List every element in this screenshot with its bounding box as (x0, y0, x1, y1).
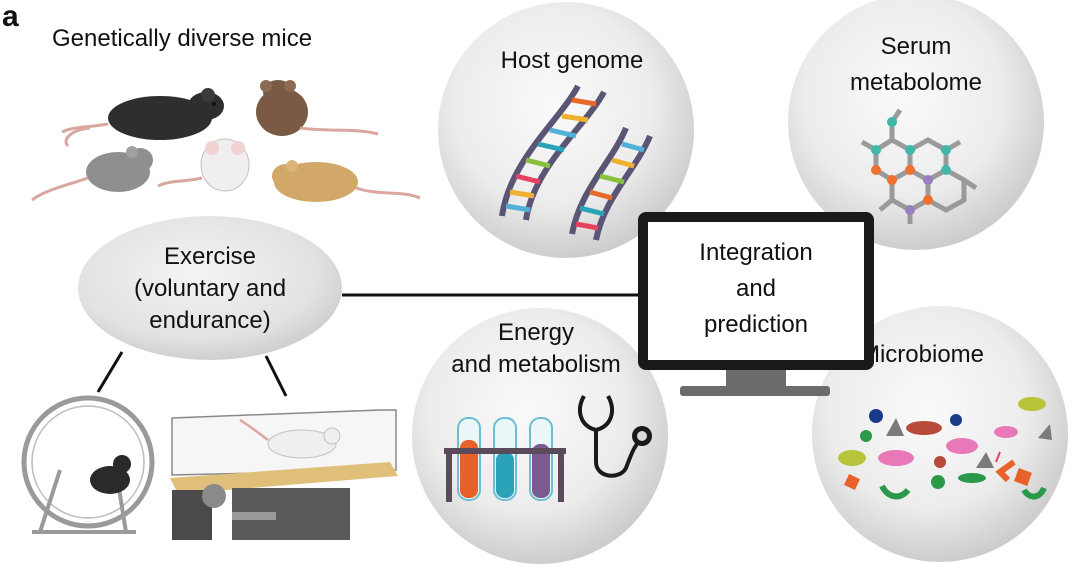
mice-title: Genetically diverse mice (52, 25, 312, 52)
exercise-node: Exercise (voluntary and endurance) (78, 216, 342, 360)
mice-illustration (31, 80, 421, 202)
bacteria-icon (838, 397, 1052, 500)
integration-label-3: prediction (704, 311, 808, 338)
black-mouse-icon (61, 88, 224, 148)
serum-metabolome-node: Serum metabolome (788, 0, 1044, 250)
dna-icon (499, 84, 653, 241)
host-genome-label: Host genome (501, 47, 644, 74)
exercise-label-3: endurance) (149, 307, 270, 334)
treadmill-icon (170, 409, 398, 540)
microbiome-node: Microbiome (812, 306, 1068, 562)
exercise-label-2: (voluntary and (134, 275, 286, 302)
wheel-connector-line (96, 351, 124, 393)
panel-letter: a (2, 0, 19, 33)
gray-mouse-icon (31, 146, 153, 202)
energy-label-1: Energy (498, 319, 574, 346)
tan-mouse-icon (272, 160, 421, 202)
monitor-icon: Integration and prediction (638, 212, 874, 396)
molecule-icon (860, 108, 978, 224)
microbiome-label: Microbiome (860, 341, 984, 368)
test-tubes-icon (444, 417, 566, 502)
host-genome-node: Host genome (438, 2, 694, 258)
stethoscope-icon (578, 395, 652, 478)
white-mouse-icon (157, 138, 250, 192)
integration-label-2: and (736, 275, 776, 302)
hamster-wheel-icon (21, 395, 155, 534)
exercise-label-1: Exercise (164, 243, 256, 270)
brown-mouse-icon (256, 80, 379, 136)
energy-label-2: and metabolism (451, 351, 620, 378)
serum-metabolome-label-1: Serum (881, 33, 952, 60)
energy-metabolism-node: Energy and metabolism (412, 308, 668, 564)
integration-label-1: Integration (699, 239, 812, 266)
treadmill-connector-line (264, 355, 288, 397)
serum-metabolome-label-2: metabolome (850, 69, 982, 96)
